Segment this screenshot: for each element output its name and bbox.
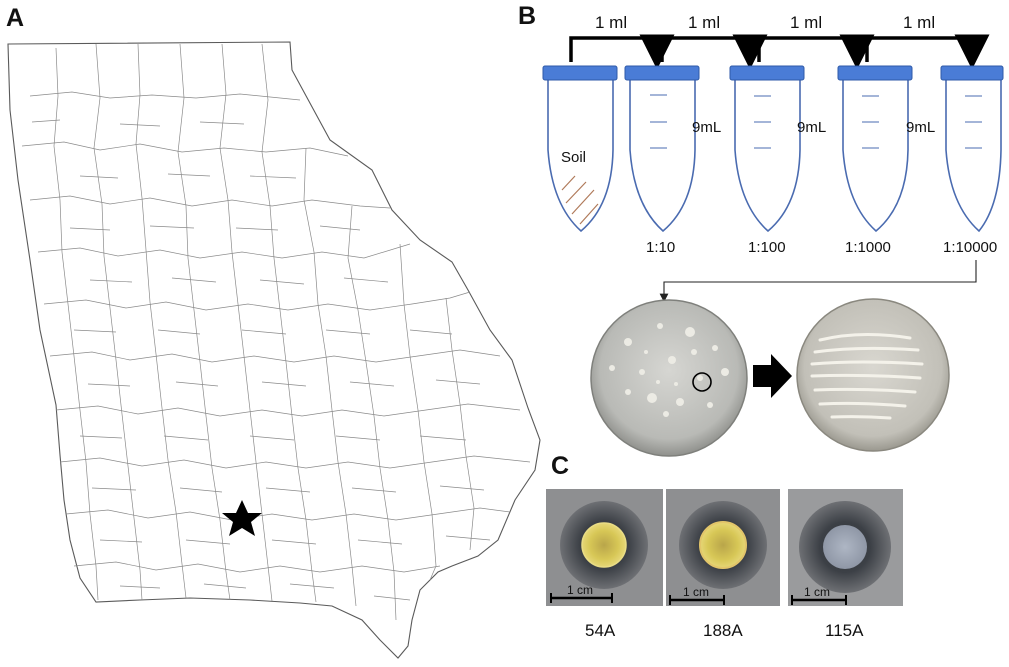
transfer-label-2: 1 ml	[688, 13, 720, 32]
isolate-label-54a: 54A	[585, 621, 616, 640]
transfer-arrow-4	[865, 34, 990, 70]
panel-b-letter: B	[518, 2, 536, 30]
isolate-photo-54a: 1 cm	[546, 489, 663, 606]
tube-1-1000: 9mL	[837, 65, 935, 233]
county-lines	[21, 43, 531, 621]
dilution-label-2: 1:100	[748, 239, 786, 256]
tube-cap	[542, 65, 618, 81]
streak-lines	[810, 332, 924, 420]
tube-1-100: 9mL	[729, 65, 826, 233]
tube-label-9ml-2: 9mL	[797, 119, 826, 136]
tube-cap	[837, 65, 913, 81]
isolate-photo-188a: 1 cm	[666, 489, 780, 606]
transfer-label-4: 1 ml	[903, 13, 935, 32]
isolate-photo-115a: 1 cm	[788, 489, 903, 606]
georgia-outline	[7, 41, 541, 659]
selected-colony-circle	[692, 372, 712, 392]
tube-cap	[940, 65, 1004, 81]
streak-arrow-icon	[753, 354, 792, 398]
plating-arrow	[659, 260, 977, 303]
tube-1-10000	[940, 65, 1004, 233]
scale-label: 1 cm	[567, 583, 593, 597]
transfer-arrow-1	[569, 34, 675, 70]
tube-label-9ml-3: 9mL	[906, 119, 935, 136]
transfer-label-1: 1 ml	[595, 13, 627, 32]
colonies	[609, 323, 729, 417]
panel-a-letter: A	[6, 4, 24, 32]
tube-soil: Soil	[542, 65, 618, 233]
dilution-label-4: 1:10000	[943, 239, 997, 256]
tube-1-10: 9mL	[624, 65, 721, 233]
tube-cap	[624, 65, 700, 81]
tube-label-9ml-1: 9mL	[692, 119, 721, 136]
colony-plate	[590, 299, 748, 457]
dilution-label-3: 1:1000	[845, 239, 891, 256]
streak-plate	[796, 298, 950, 452]
panel-b: B 1 ml 1 ml 1 ml 1 ml Soil 9mL	[518, 2, 1004, 457]
scale-label: 1 cm	[804, 585, 830, 599]
transfer-arrow-2	[660, 34, 768, 70]
panel-a: A	[6, 4, 541, 659]
scale-label: 1 cm	[683, 585, 709, 599]
soil-hatch	[561, 175, 599, 225]
transfer-label-3: 1 ml	[790, 13, 822, 32]
isolate-label-188a: 188A	[703, 621, 743, 640]
tube-cap	[729, 65, 805, 81]
transfer-arrow-3	[757, 34, 875, 70]
location-star-icon	[222, 500, 262, 536]
tube-label-soil: Soil	[561, 149, 586, 166]
isolate-label-115a: 115A	[825, 621, 864, 640]
dilution-label-1: 1:10	[646, 239, 675, 256]
panel-c-letter: C	[551, 452, 569, 480]
panel-c: C 1 cm 54A 1 cm 188A	[546, 452, 903, 640]
